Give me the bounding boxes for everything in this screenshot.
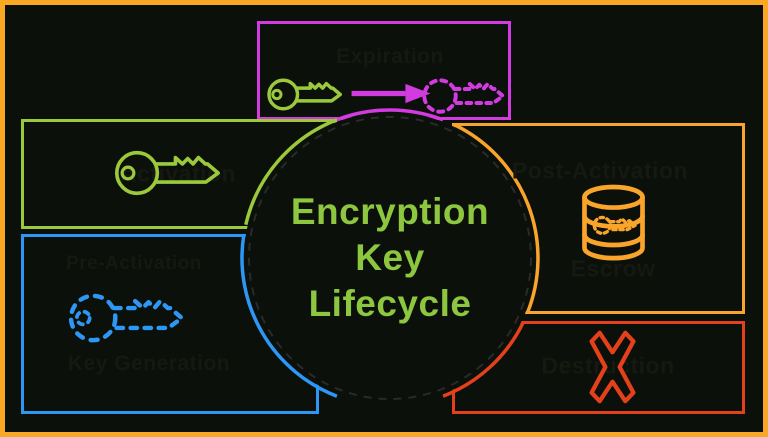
dotted-key-icon bbox=[60, 283, 194, 353]
key-generation-label: Key Generation bbox=[67, 352, 231, 375]
diagram-title-line: Encryption bbox=[290, 191, 490, 232]
diagram-title-line: Lifecycle bbox=[308, 283, 472, 324]
dotted-key-icon bbox=[592, 215, 637, 236]
database-key-icon bbox=[577, 183, 650, 264]
diagram-title: Encryption Key Lifecycle bbox=[291, 189, 489, 327]
solid-key-icon bbox=[266, 72, 344, 117]
diagram-title-line: Key bbox=[355, 237, 425, 278]
destruction-label: Destruction bbox=[541, 352, 675, 379]
arrow-right-icon bbox=[349, 81, 433, 106]
post-activation-label: Post-Activation bbox=[511, 157, 689, 184]
x-mark-icon bbox=[584, 328, 641, 406]
expiration-label: Expiration bbox=[336, 45, 444, 68]
solid-key-icon bbox=[99, 141, 237, 205]
dotted-key-icon bbox=[421, 71, 507, 121]
dashed-circle-outline bbox=[248, 116, 532, 400]
pre-activation-label: Pre-Activation bbox=[66, 253, 202, 274]
